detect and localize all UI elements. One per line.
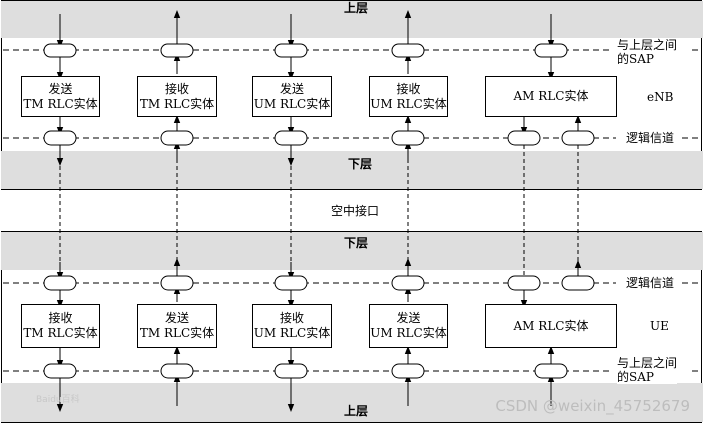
entity-line2: TM RLC实体 (139, 96, 215, 111)
entity-line2: UM RLC实体 (370, 96, 447, 111)
enb-node-label: eNB (647, 90, 674, 104)
enb-entity-rx-tm: 接收 TM RLC实体 (137, 76, 217, 117)
ue-upper-layer-band (1, 383, 703, 422)
ue-entity-am: AM RLC实体 (485, 304, 617, 348)
entity-line1: AM RLC实体 (513, 89, 589, 103)
sap-oval (160, 43, 194, 58)
enb-upper-layer-band (1, 1, 703, 38)
entity-line1: 发送 (279, 81, 304, 96)
logical-channel-oval (391, 275, 425, 291)
sap-oval (160, 363, 194, 379)
sap-oval (274, 43, 308, 58)
sap-oval (391, 363, 425, 379)
logical-channel-oval (43, 275, 77, 291)
entity-line1: 发送 (396, 311, 421, 325)
csdn-watermark: CSDN @weixin_45752679 (495, 397, 690, 415)
air-interface-label: 空中接口 (331, 204, 380, 218)
logical-channel-oval (507, 275, 541, 291)
entity-line2: UM RLC实体 (253, 326, 331, 340)
logical-channel-oval (160, 275, 194, 291)
ue-upper-layer-label: 上层 (344, 404, 369, 418)
logical-channel-oval (274, 130, 308, 146)
sap-label-line1: 与上层之间 (617, 38, 678, 52)
logical-channel-oval (561, 130, 595, 146)
entity-line1: AM RLC实体 (513, 318, 589, 333)
ue-entity-rx-um: 接收 UM RLC实体 (252, 304, 332, 348)
entity-line2: TM RLC实体 (23, 96, 98, 111)
entity-line1: 接收 (164, 81, 189, 96)
sap-oval (43, 363, 77, 379)
sap-label-line2: 的SAP (617, 370, 654, 384)
ue-lower-layer-label: 下层 (344, 236, 369, 250)
entity-line1: 发送 (164, 311, 189, 325)
logical-channel-oval (561, 275, 595, 291)
ue-logical-channel-label: 逻辑信道 (624, 276, 677, 290)
enb-frame (1, 0, 702, 190)
entity-line2: TM RLC实体 (139, 326, 215, 340)
ue-entity-tx-um: 发送 UM RLC实体 (369, 304, 448, 348)
enb-upper-layer-label: 上层 (344, 1, 369, 15)
entity-line1: 接收 (279, 311, 304, 325)
enb-entity-am: AM RLC实体 (485, 76, 617, 117)
logical-channel-oval (507, 130, 541, 146)
enb-lower-layer-band (1, 151, 703, 189)
ue-sap-label: 与上层之间 的SAP (617, 356, 678, 384)
ue-lower-layer-band (1, 232, 703, 270)
logical-channel-oval (391, 130, 425, 146)
sap-label-line2: 的SAP (617, 52, 654, 66)
entity-line1: 接收 (48, 311, 73, 325)
entity-line2: TM RLC实体 (23, 326, 98, 340)
sap-oval (391, 43, 425, 58)
logical-channel-oval (160, 130, 194, 146)
enb-entity-rx-um: 接收 UM RLC实体 (369, 76, 448, 117)
entity-line1: 发送 (48, 81, 73, 96)
ue-node-label: UE (650, 319, 669, 333)
enb-sap-label: 与上层之间 的SAP (617, 38, 678, 66)
sap-label-line1: 与上层之间 (617, 356, 678, 370)
enb-entity-tx-tm: 发送 TM RLC实体 (21, 76, 100, 117)
logical-channel-oval (274, 275, 308, 291)
ue-entity-rx-tm: 接收 TM RLC实体 (21, 304, 100, 348)
sap-oval (534, 43, 568, 58)
logical-channel-oval (43, 130, 77, 146)
enb-logical-channel-label: 逻辑信道 (624, 131, 677, 145)
enb-lower-layer-label: 下层 (348, 157, 373, 171)
entity-line1: 接收 (396, 81, 421, 96)
baidu-watermark: Baidu百科 (36, 395, 80, 405)
ue-entity-tx-tm: 发送 TM RLC实体 (137, 304, 217, 348)
sap-oval (43, 43, 77, 58)
entity-line2: UM RLC实体 (253, 96, 331, 111)
sap-oval (274, 363, 308, 379)
entity-line2: UM RLC实体 (370, 326, 447, 340)
sap-oval (534, 363, 568, 379)
enb-entity-tx-um: 发送 UM RLC实体 (252, 76, 332, 117)
